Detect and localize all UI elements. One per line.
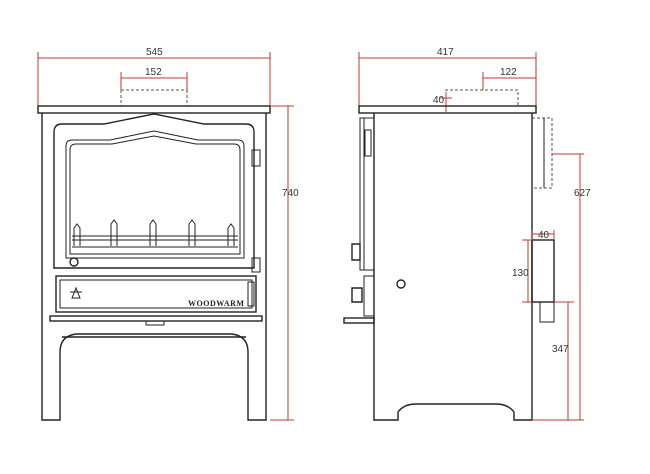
front-view: 545 152 (37, 47, 299, 421)
side-view: 417 122 40 (343, 47, 591, 421)
front-door-frame (53, 113, 255, 269)
side-vent-base-label: 347 (552, 344, 569, 355)
side-air-knob-icon (396, 279, 406, 289)
side-vent-top-label: 40 (538, 230, 550, 241)
side-flue-offset-label: 122 (500, 67, 517, 78)
side-vent-height-dimension: 130 (512, 239, 532, 303)
side-flue-collar (445, 89, 519, 106)
front-log-guard (72, 219, 238, 248)
side-vent-top-dimension: 40 (531, 230, 555, 241)
side-flue-offset-dimension: 122 (482, 67, 536, 90)
front-hinge-upper (251, 149, 261, 167)
side-ashpan-profile (363, 275, 375, 317)
front-ashpan-latch (247, 281, 255, 307)
side-door-handle (351, 243, 361, 261)
side-rear-flue-dimension: 627 (532, 153, 591, 421)
front-body-outline (41, 113, 267, 421)
side-flue-front-dimension: 40 (433, 92, 452, 112)
front-door-glass (65, 130, 245, 259)
front-door-glass-inner (69, 135, 241, 255)
side-rear-flue-label: 627 (574, 188, 591, 199)
side-top-plate (358, 105, 537, 114)
front-width-label: 545 (146, 47, 163, 58)
front-height-dimension: 740 (270, 105, 299, 421)
front-hearth-ledge (49, 315, 263, 322)
front-ashpan-panel (55, 275, 257, 313)
front-flue-dimension: 152 (120, 67, 188, 90)
front-flue-collar (120, 89, 188, 106)
front-flue-width-label: 152 (145, 67, 162, 78)
front-hinge-lower (251, 257, 261, 273)
front-ashpan-inner (59, 279, 253, 309)
side-depth-label: 417 (437, 47, 454, 58)
front-door-knob-icon (69, 257, 79, 267)
front-top-plate (37, 105, 271, 114)
side-rear-flue-outlet (532, 117, 553, 189)
side-hinge-upper (364, 129, 372, 157)
front-ledge-catch (145, 320, 165, 326)
side-depth-dimension: 417 (358, 47, 537, 106)
side-flue-front-label: 40 (433, 95, 445, 106)
front-brand-label: WOODWARM (188, 299, 244, 308)
side-ashpan-handle (351, 287, 363, 303)
side-hearth-ledge (343, 317, 375, 324)
side-vent-height-label: 130 (512, 268, 529, 279)
front-width-dimension: 545 (37, 47, 271, 106)
front-height-label: 740 (282, 188, 299, 199)
side-vent-base-dimension: 347 (552, 301, 574, 420)
side-door-profile (359, 117, 375, 271)
front-air-control-icon (70, 286, 82, 299)
side-rear-vent (531, 239, 555, 303)
side-rear-vent-duct (539, 301, 555, 323)
side-body-outline (373, 113, 533, 421)
